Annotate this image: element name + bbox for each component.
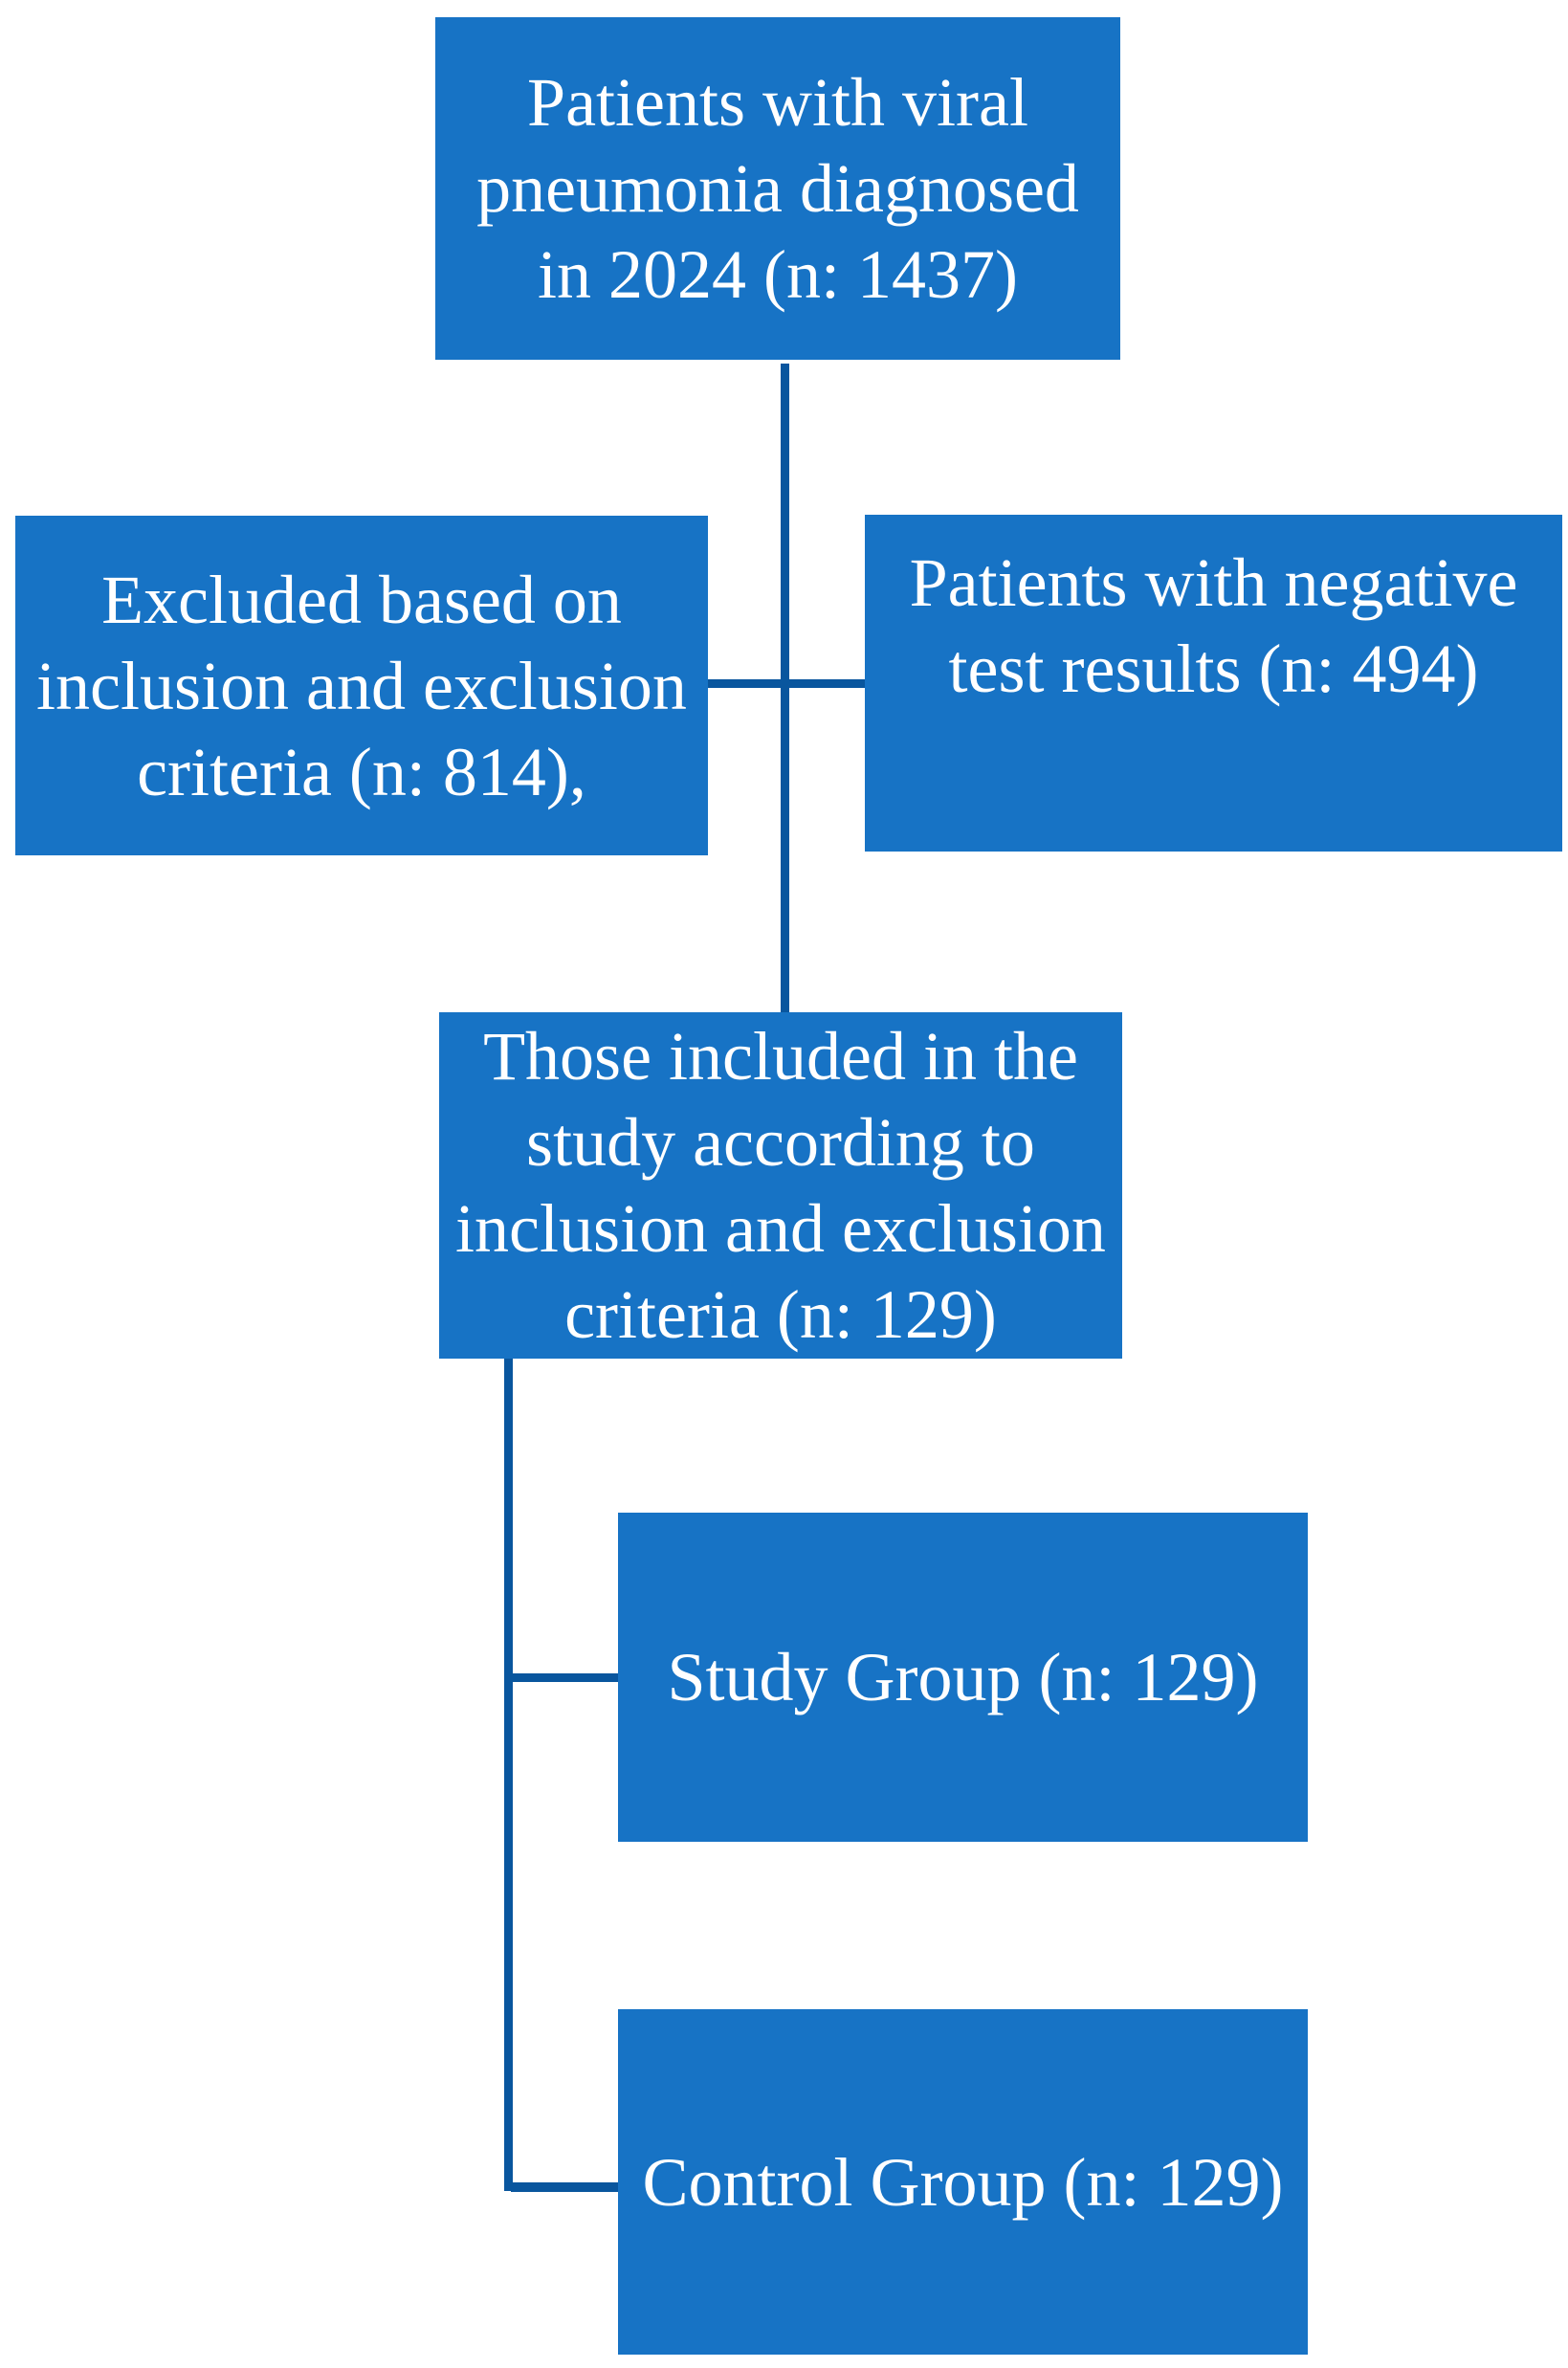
flow-box-included: Those included in the study according to… [439, 1012, 1122, 1359]
box-text-line: study according to [526, 1104, 1035, 1181]
connector-included-to-groups-line [504, 1359, 513, 2191]
box-text-line: pneumonia diagnosed [476, 150, 1079, 227]
connector-top-to-included-line [781, 364, 789, 1012]
box-text-line: in 2024 (n: 1437) [538, 236, 1018, 313]
box-text-line: inclusion and exclusion [36, 647, 687, 724]
box-text-line: inclusion and exclusion [455, 1190, 1106, 1267]
flow-box-study-group: Study Group (n: 129) [618, 1513, 1308, 1842]
box-text-line: Excluded based on [101, 561, 622, 638]
flow-box-patients-2024: Patients with viral pneumonia diagnosed … [435, 17, 1120, 360]
box-text-line: Study Group (n: 129) [667, 1639, 1259, 1715]
box-text-line: test results (n: 494) [948, 631, 1479, 707]
connector-control-branch-line [511, 2182, 618, 2192]
box-text-line: Those included in the [483, 1018, 1078, 1095]
flow-box-excluded: Excluded based on inclusion and exclusio… [15, 516, 708, 855]
flow-box-control-group: Control Group (n: 129) [618, 2009, 1308, 2355]
box-text-line: criteria (n: 129) [564, 1276, 997, 1353]
box-text-line: Control Group (n: 129) [642, 2143, 1284, 2221]
flow-box-negative-tests: Patients with negative test results (n: … [865, 515, 1562, 852]
box-text-line: Patients with negative [909, 544, 1518, 621]
connector-study-branch-line [511, 1673, 618, 1682]
connector-excluded-negative-line [708, 679, 865, 688]
box-text-line: Patients with viral [527, 64, 1028, 141]
box-text-line: criteria (n: 814), [137, 733, 586, 810]
